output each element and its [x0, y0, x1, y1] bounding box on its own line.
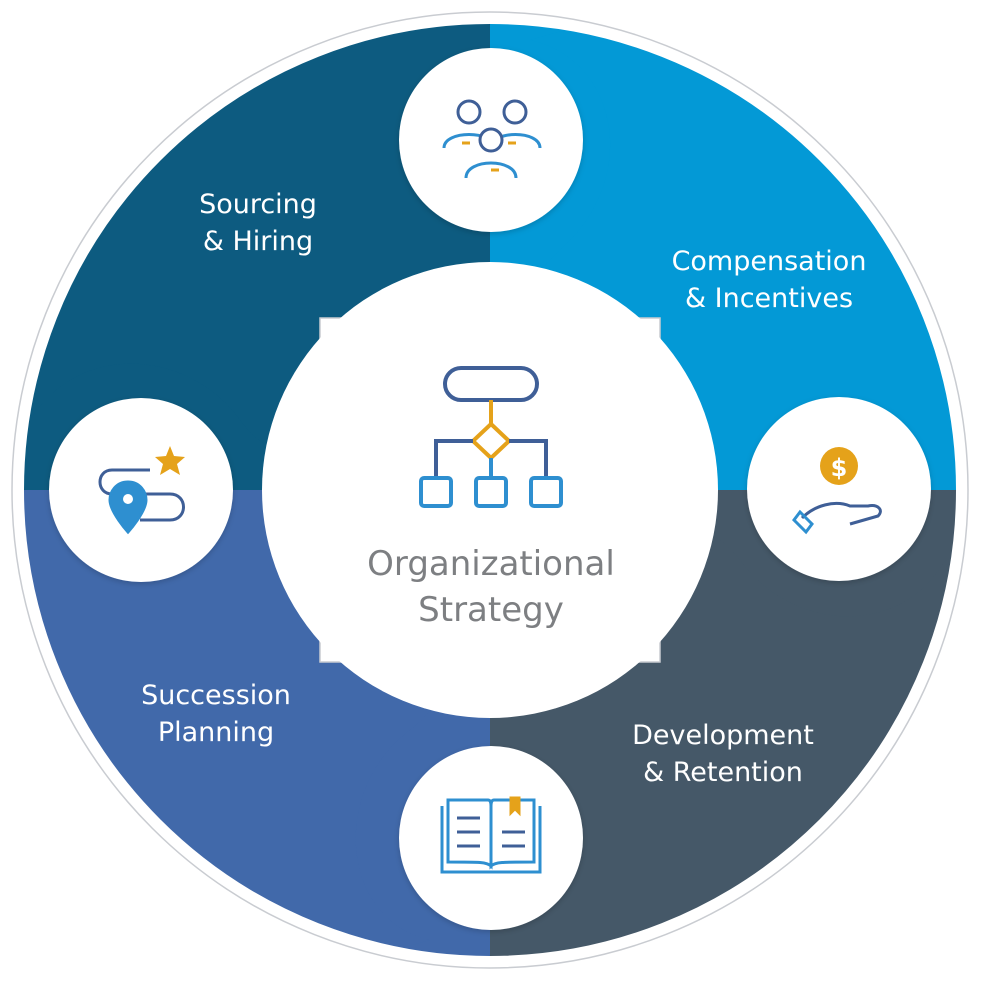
- swirl-lobe-sourcing: [20, 360, 310, 450]
- label-succession-line2: Planning: [158, 717, 274, 748]
- career-path-icon: [98, 446, 185, 535]
- center-hub-circle: [262, 262, 718, 718]
- org-chart-icon: [419, 366, 563, 508]
- swirl-lobe-succession: [355, 660, 440, 960]
- hand-coin-icon: $: [792, 447, 882, 535]
- label-development-line1: Development: [632, 720, 814, 751]
- bubble-succession[interactable]: [49, 398, 233, 582]
- label-compensation-line2: & Incentives: [685, 283, 853, 314]
- dollar-glyph: $: [831, 454, 848, 482]
- open-book-icon: [440, 796, 542, 874]
- bubble-development[interactable]: [399, 746, 583, 930]
- people-group-icon: [442, 99, 542, 179]
- label-compensation-line1: Compensation: [672, 246, 867, 277]
- bubble-compensation[interactable]: $: [747, 397, 931, 581]
- disc-rim: [16, 16, 964, 964]
- label-succession-line1: Succession: [141, 680, 291, 711]
- swirl-lobe-development: [660, 530, 960, 620]
- label-development-line2: & Retention: [643, 757, 803, 788]
- swirl-lobe-compensation: [530, 20, 611, 330]
- bubble-sourcing[interactable]: [399, 48, 583, 232]
- label-sourcing-line2: & Hiring: [203, 226, 313, 257]
- center-title-line1: Organizational: [367, 544, 615, 584]
- center-title-line2: Strategy: [418, 590, 564, 630]
- label-sourcing-line1: Sourcing: [199, 189, 317, 220]
